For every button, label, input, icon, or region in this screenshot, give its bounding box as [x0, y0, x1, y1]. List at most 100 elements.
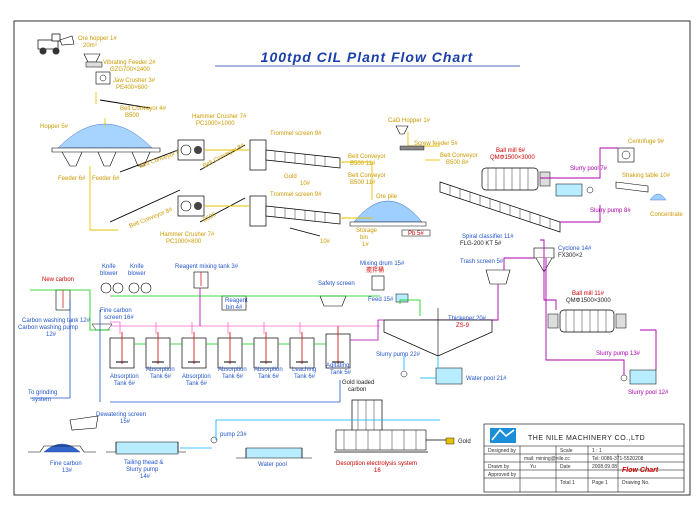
- belt-conv11-bot-label: Belt Conveyor: [348, 173, 386, 179]
- belt-conv11-top-label: Belt Conveyor: [348, 154, 386, 160]
- concentrate-pile: [649, 193, 667, 201]
- ads-tank1-label: Absorption: [110, 374, 139, 380]
- cyclone-label: Cyclone 14#: [558, 246, 592, 252]
- company-logo-icon: [490, 428, 516, 443]
- tb-tel: Tel: 0086-371-5520208: [592, 456, 644, 462]
- water-pool21-label: Water pool 21#: [466, 376, 507, 382]
- trash-screen-icon: [485, 269, 511, 285]
- ads-tank3b-label: Tank 6#: [186, 381, 208, 387]
- hopper5-stockpile: [51, 123, 161, 167]
- slurry-pump8-icon: [586, 186, 594, 194]
- storage-bin-label: Storage: [356, 228, 378, 234]
- new-carbon-label: New carbon: [42, 277, 74, 283]
- slurry-pool7: [555, 183, 583, 197]
- loader-icon: [37, 33, 75, 55]
- to-grinding2-label: system: [32, 397, 51, 403]
- num10-label: 10#: [320, 239, 331, 245]
- gold-carbon-label: Gold loaded: [342, 380, 374, 386]
- fine-carbon-bottom-label: Fine carbon: [50, 461, 82, 467]
- trommel-top-icon: [249, 139, 341, 171]
- screw-feeder-label: Screw feeder 5#: [414, 141, 458, 147]
- slurry-pump22-icon: [400, 370, 408, 378]
- ore-pile-label: Ore pile: [376, 194, 398, 200]
- safety-screen-label: Safety screen: [318, 281, 355, 287]
- tb-total: Total 1: [560, 480, 575, 486]
- storage-bin-label2: bin: [360, 235, 368, 241]
- slurry-pool12-label: Slurry pool 12#: [628, 390, 669, 396]
- ads-tank4-label: Absorption: [218, 367, 247, 373]
- shaking-table-icon: [615, 181, 649, 193]
- belt-conv11-bot-model: B500 11#: [350, 180, 376, 186]
- pb-label: Pb 5#: [408, 231, 424, 237]
- cil-tanks: [109, 326, 351, 369]
- hammer-bottom-model: PC1000×800: [166, 239, 202, 245]
- slurry-pump13-icon: [620, 374, 628, 382]
- to-grinding-label: To grinding: [28, 390, 57, 396]
- safety-screen-icon: [319, 295, 347, 307]
- tb-drawn-by-value: Yu: [530, 464, 536, 470]
- spiral-classifier-icon: [439, 181, 561, 233]
- ads-tank5-label: Absorption: [254, 367, 283, 373]
- belt-conv4-label: Belt Conveyor 4#: [120, 106, 167, 112]
- hammer-top-model: PC1000×1000: [196, 121, 235, 127]
- ball-mill11-model: QMΦ1500×3000: [566, 298, 611, 304]
- ore-hopper-label: Ore hopper 1#: [78, 36, 117, 42]
- feeder6-label: Feeder 6#: [58, 176, 86, 182]
- spiral-classifier-label: Spiral classifier 11#: [462, 234, 514, 240]
- ads-tank1b-label: Tank 6#: [114, 381, 136, 387]
- pump23-icon: [210, 436, 218, 444]
- storage-bin-pile: [349, 200, 427, 227]
- vib-feeder-model: GZG700×2400: [110, 67, 151, 73]
- slurry-pump8-label: Slurry pump 8#: [590, 208, 631, 214]
- concentrate-label: Concentrate: [650, 212, 683, 218]
- centrifuge-icon: [617, 147, 635, 163]
- slurry-pool7-label: Slurry pool 7#: [570, 166, 608, 172]
- tb-flow-chart: Flow Chart: [622, 467, 659, 474]
- drawing-frame: [13, 20, 691, 496]
- tb-date-value: 2008.09.08: [592, 464, 617, 470]
- knife-blower2b-label: blower: [128, 271, 146, 277]
- gold-end-label: Gold: [458, 439, 471, 445]
- mixing-drum-label: Mixing drum 15#: [360, 261, 405, 267]
- reagent-bin-label: Reagent: [225, 298, 248, 304]
- knife-blower2-label: Knife: [130, 264, 144, 270]
- tailing-thickener3-label: 14#: [140, 474, 151, 480]
- ore-hopper-size: 20m³: [83, 43, 97, 49]
- ball-mill11-icon: [547, 309, 627, 333]
- carbon-washing-pump-label: Carbon washing pump: [18, 325, 79, 331]
- reagent-tank-label: Reagent mixing tank 3#: [175, 264, 239, 270]
- tb-drawn-by: Drawn by: [488, 464, 510, 470]
- jaw-crusher-label: Jaw Crusher 3#: [113, 78, 156, 84]
- knife-blower1-label: Knife: [102, 264, 116, 270]
- knife-blower1b-label: blower: [100, 271, 118, 277]
- ball-mill11-label: Ball mill 11#: [572, 291, 605, 297]
- ads-tank2b-label: Tank 6#: [150, 374, 172, 380]
- thickener-icon: [383, 308, 493, 357]
- fine-carbon-top-label: Fine carbon: [100, 308, 132, 314]
- ball-mill6-model: QMΦ1500×3000: [490, 155, 535, 161]
- tb-scale-label: Scale: [560, 448, 573, 454]
- belt-conv-c-label: Belt Conveyor 8#: [202, 143, 246, 170]
- jaw-crusher-icon: [95, 71, 111, 85]
- thickener-model: ZS-9: [456, 323, 470, 329]
- trommel-bottom-icon: [249, 195, 341, 227]
- dewatering-num-label: 15#: [120, 419, 131, 425]
- pump23-label: pump 23#: [220, 432, 247, 438]
- centrifuge-label: Centrifuge 9#: [628, 139, 665, 145]
- hammer-crusher-top-icon: [177, 139, 205, 161]
- desorption-label: Desorption electrolysis system: [336, 461, 417, 467]
- tailing-thickener2-label: Slurry pump: [126, 467, 159, 473]
- tailing-thickener-label: Tailing thead &: [124, 460, 163, 466]
- carbon-washing-num: 12#: [46, 332, 57, 338]
- slurry-pool12: [629, 369, 657, 385]
- company-name: THE NILE MACHINERY CO.,LTD: [528, 435, 645, 442]
- dewatering-screen-label: Dewatering screen: [96, 412, 146, 418]
- storage-bin-label3: 1#: [362, 242, 369, 248]
- cyclone-model-label: FX300×2: [558, 253, 583, 259]
- dewatering-screen-icon: [69, 415, 99, 431]
- ads-tank2-label: Absorption: [146, 367, 175, 373]
- ads-tank5b-label: Tank 6#: [258, 374, 280, 380]
- hammer-crusher-bottom-icon: [177, 195, 205, 217]
- carbon-washing-label: Carbon washing tank 12#: [22, 318, 91, 324]
